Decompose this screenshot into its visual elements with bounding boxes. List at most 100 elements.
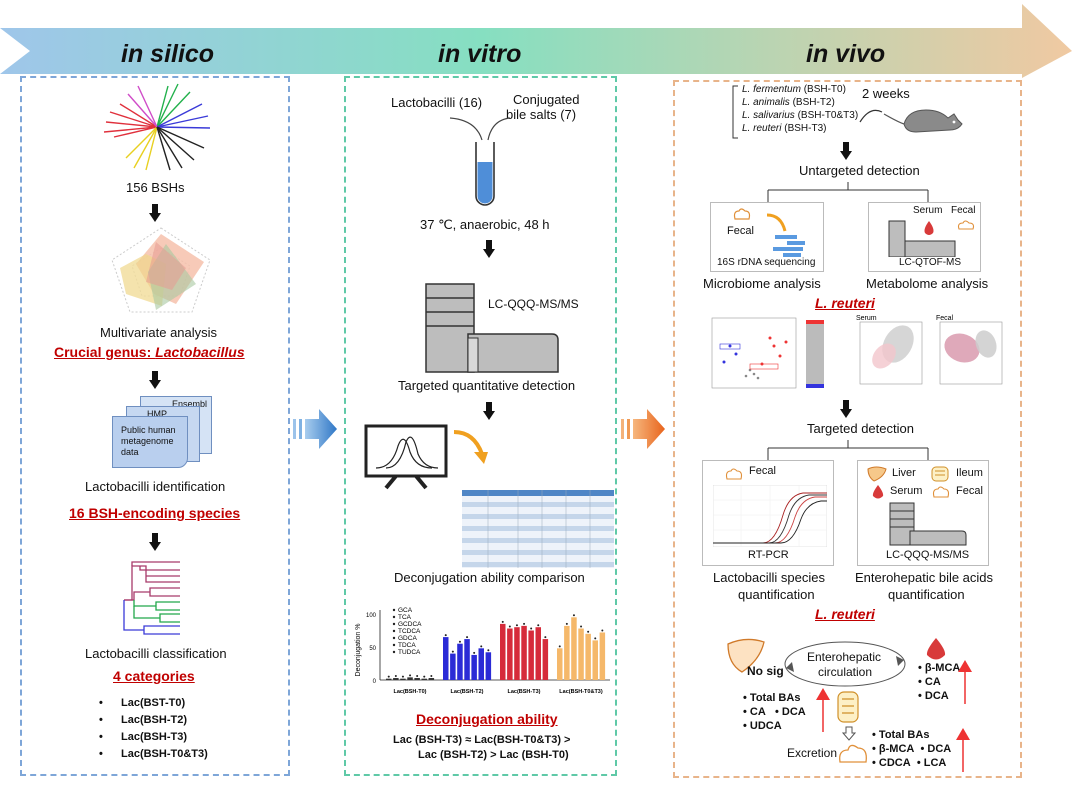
fecal-acid-item: • CDCA • LCA <box>872 757 947 769</box>
chart-point <box>523 622 526 625</box>
header-in-silico: in silico <box>121 40 215 68</box>
fecal-label: Fecal <box>936 315 954 322</box>
bile-quant-line-2: quantification <box>888 587 965 602</box>
fecal-icon <box>725 468 743 480</box>
metabolome-box: Serum Fecal LC-QTOF-MS <box>868 202 981 272</box>
results-table-icon <box>462 490 614 568</box>
strain-item: L. salivarius (BSH-T0&T3) <box>742 110 859 121</box>
chart-bar <box>478 648 484 680</box>
no-sig-label: No sig <box>747 664 784 678</box>
x-category-label: Lac(BSH-T0&T3) <box>559 689 603 695</box>
liver-icon <box>727 638 765 673</box>
deconjugation-ability-title: Deconjugation ability <box>416 711 558 727</box>
chart-point <box>423 675 426 678</box>
down-arrow-icon <box>483 402 495 420</box>
bsh-count-label: 156 BSHs <box>126 180 185 195</box>
chart-point <box>394 675 397 678</box>
arrow-vitro-to-vivo <box>621 409 665 449</box>
increase-arrow-icon <box>816 688 830 732</box>
x-category-label: Lac(BSH-T0) <box>393 689 426 695</box>
chart-bar <box>514 627 520 680</box>
enterohepatic-line-1: Enterohepatic <box>807 650 882 664</box>
in-vivo-panel <box>673 80 1022 778</box>
lc-qqq-instrument-icon <box>425 283 559 373</box>
fecal-icon <box>839 744 867 763</box>
ileum-acid-item: • UDCA <box>743 720 782 732</box>
chart-bar <box>450 653 456 680</box>
ileum-label: Ileum <box>956 467 983 479</box>
incubation-conditions-label: 37 ℃, anaerobic, 48 h <box>420 217 550 232</box>
serum-label: Serum <box>913 205 943 216</box>
legend-marker <box>392 615 396 619</box>
serum-acid-item: • CA <box>918 676 941 688</box>
chart-bar <box>564 625 570 680</box>
ileum-acid-item: • Total BAs <box>743 692 801 704</box>
chart-point <box>416 675 419 678</box>
multivariate-analysis-label: Multivariate analysis <box>100 325 218 340</box>
strain-item: L. reuteri (BSH-T3) <box>742 123 827 134</box>
fecal-icon <box>932 486 950 498</box>
chart-bar <box>471 654 477 680</box>
chart-point <box>587 630 590 633</box>
y-tick-label: 0 <box>373 679 377 685</box>
vitro-instrument-label: LC-QQQ-MS/MS <box>488 297 579 311</box>
down-arrow-icon <box>149 371 161 389</box>
rt-pcr-box: Fecal RT-PCR <box>702 460 834 566</box>
chart-bar <box>400 678 406 680</box>
blood-drop-icon <box>926 638 946 660</box>
intestine-icon <box>837 691 859 723</box>
legend-entry: TCA <box>398 614 412 621</box>
strain-bracket <box>732 85 738 139</box>
category-item: Lac(BSH-T2) <box>99 714 187 726</box>
serum-label: Serum <box>856 315 877 322</box>
chart-bar <box>464 639 470 680</box>
chart-point <box>565 622 568 625</box>
fecal-label: Fecal <box>951 205 976 216</box>
legend-marker <box>392 650 396 654</box>
y-tick-label: 50 <box>369 646 376 652</box>
targeted-quant-label: Targeted quantitative detection <box>398 378 576 393</box>
chart-ylabel: Deconjugation % <box>355 624 362 677</box>
chart-bar <box>557 648 563 680</box>
chart-point <box>558 645 561 648</box>
liver-icon <box>867 466 887 482</box>
serum-pca-plot: Serum <box>856 315 923 385</box>
legend-marker <box>392 622 396 626</box>
chart-bar <box>386 678 392 680</box>
chart-point <box>409 674 412 677</box>
sequencing-label: 16S rDNA sequencing <box>717 257 816 268</box>
legend-entry: GCDCA <box>398 621 422 628</box>
duration-label: 2 weeks <box>862 86 910 101</box>
lactobacilli-classification-label: Lactobacilli classification <box>85 646 227 661</box>
lc-qtof-instrument-icon <box>888 220 975 257</box>
chart-bar <box>428 678 435 680</box>
chart-point <box>572 614 575 617</box>
fecal-label: Fecal <box>727 225 754 237</box>
chart-point <box>530 627 533 630</box>
lefse-volcano-plot <box>711 317 824 389</box>
reuteri-title-2: L. reuteri <box>815 606 875 622</box>
chart-point <box>451 650 454 653</box>
species-quant-line-2: quantification <box>738 587 815 602</box>
enterohepatic-line-2: circulation <box>818 665 873 679</box>
chart-point <box>487 649 490 652</box>
fecal-pca-plot: Fecal <box>936 315 1003 385</box>
chart-bar <box>599 632 606 680</box>
chart-bar <box>414 678 420 680</box>
strain-item: L. fermentum (BSH-T0) <box>742 84 846 95</box>
fecal-label: Fecal <box>749 465 776 477</box>
increase-arrow-icon <box>958 660 972 704</box>
amplification-curve-plot <box>713 485 827 547</box>
doc-public-metagenome: Public human metagenome data <box>112 416 188 468</box>
fecal-acid-item: • Total BAs <box>872 729 930 741</box>
header-in-vitro: in vitro <box>438 40 522 68</box>
blood-drop-icon <box>872 485 884 499</box>
chart-point <box>594 637 597 640</box>
header-in-vivo: in vivo <box>806 40 886 68</box>
bile-salts-label: bile salts (7) <box>506 107 577 122</box>
chart-point <box>537 624 540 627</box>
chart-point <box>544 636 547 639</box>
crucial-genus-title: Crucial genus: Lactobacillus <box>54 344 245 360</box>
chart-bar <box>421 678 427 680</box>
legend-entry: GCA <box>398 607 413 614</box>
